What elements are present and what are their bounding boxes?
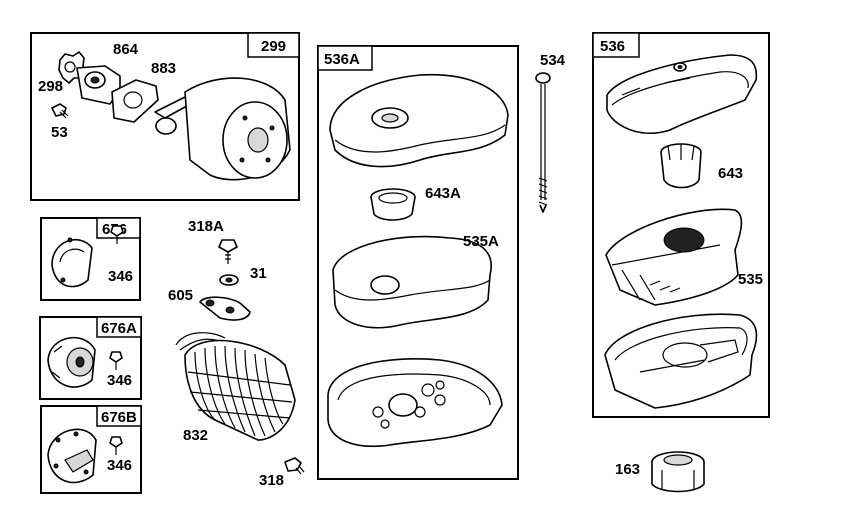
washer-31 — [219, 274, 239, 286]
label-605: 605 — [168, 287, 193, 304]
cover-536 — [606, 54, 758, 135]
cup-643 — [660, 143, 702, 189]
group-676: 676 346 — [40, 217, 141, 301]
label-31: 31 — [250, 265, 267, 282]
group-536-frame — [592, 32, 770, 418]
group-299-tag-box — [247, 32, 300, 58]
muffler-body — [154, 77, 291, 181]
filter-535 — [605, 208, 743, 306]
label-534: 534 — [540, 52, 566, 69]
label-883: 883 — [151, 60, 176, 77]
label-318: 318 — [259, 472, 284, 489]
label-864: 864 — [113, 41, 139, 58]
label-535: 535 — [738, 271, 763, 288]
label-318A: 318A — [188, 218, 224, 235]
shield-676 — [51, 237, 93, 288]
group-536-tag: 536 — [600, 38, 625, 55]
gasket-883 — [111, 79, 159, 123]
cup-643A — [370, 188, 416, 221]
group-676-frame — [40, 217, 141, 301]
group-299: 299 — [30, 32, 300, 201]
label-643A: 643A — [425, 185, 461, 202]
label-643: 643 — [718, 165, 743, 182]
screw-318 — [284, 457, 305, 475]
screw-318A — [218, 239, 238, 264]
base-536 — [604, 313, 758, 409]
group-536A-frame — [317, 45, 519, 480]
filter-535A — [332, 235, 492, 329]
group-676B-tag-box — [96, 405, 142, 427]
label-346-c: 346 — [107, 457, 132, 474]
label-298: 298 — [38, 78, 63, 95]
spark-arrester-screen-832 — [175, 332, 296, 441]
cover-536A — [329, 73, 509, 168]
bracket-605 — [199, 296, 251, 321]
group-676B-frame — [40, 405, 142, 494]
group-536A-tag: 536A — [324, 51, 360, 68]
shield-676A — [47, 336, 96, 388]
cap-163 — [651, 451, 705, 493]
group-676B: 676B 346 — [40, 405, 142, 494]
group-676A-tag: 676A — [101, 320, 137, 337]
group-299-frame — [30, 32, 300, 201]
group-676A: 676A 346 — [39, 316, 142, 400]
screw-346-b — [109, 351, 123, 370]
label-53: 53 — [51, 124, 68, 141]
group-676A-tag-box — [96, 316, 142, 338]
deflector-864 — [76, 65, 121, 105]
label-163: 163 — [615, 461, 640, 478]
label-832: 832 — [183, 427, 208, 444]
screw-53 — [51, 103, 69, 119]
shield-676B — [47, 428, 97, 484]
group-676A-frame — [39, 316, 142, 400]
group-536A: 536A 643A 535A — [317, 45, 519, 480]
screw-346-c — [109, 436, 123, 455]
base-536A — [327, 357, 503, 448]
group-536-tag-box — [592, 32, 640, 58]
label-346-a: 346 — [108, 268, 133, 285]
group-536: 536 643 535 — [592, 32, 770, 418]
group-676B-tag: 676B — [101, 409, 137, 426]
screw-346-a — [110, 225, 124, 244]
group-536A-tag-box — [317, 45, 373, 71]
stud-534 — [535, 72, 551, 213]
label-346-b: 346 — [107, 372, 132, 389]
label-535A: 535A — [463, 233, 499, 250]
group-299-tag: 299 — [261, 38, 286, 55]
